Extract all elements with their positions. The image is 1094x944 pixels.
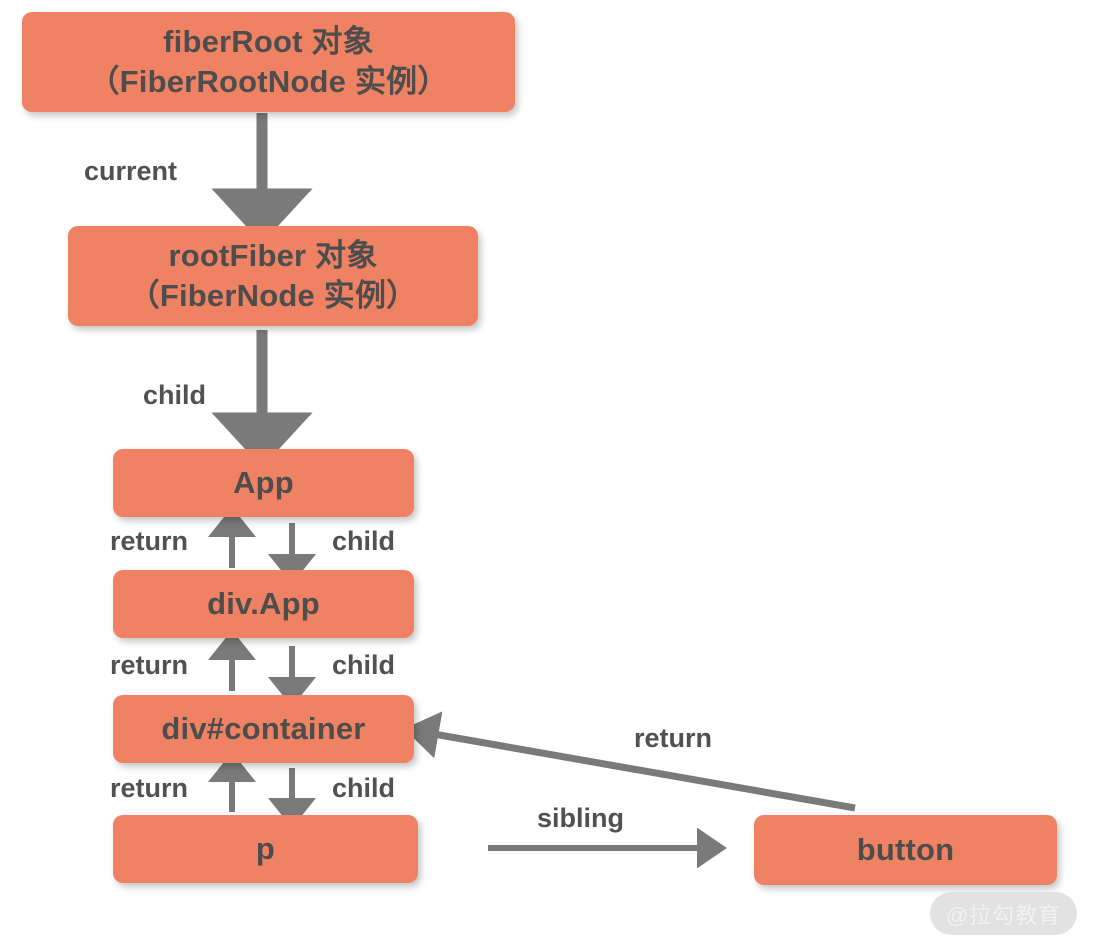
edge-label-current: current [84, 156, 178, 186]
edge-label-child-container: child [332, 773, 396, 803]
watermark-badge: @拉勾教育 [930, 892, 1077, 935]
node-fiberroot[interactable]: fiberRoot 对象 （FiberRootNode 实例） [22, 12, 515, 112]
node-rootfiber[interactable]: rootFiber 对象 （FiberNode 实例） [68, 226, 478, 326]
edge-label-return-app: return [110, 526, 189, 556]
edge-label-child-app: child [332, 526, 396, 556]
node-div-container[interactable]: div#container [113, 695, 414, 763]
edge-label-child-rootfiber: child [143, 380, 207, 410]
edge-label-return-container: return [110, 773, 189, 803]
edge-label-sibling: sibling [537, 803, 624, 833]
edge-label-return-button: return [634, 723, 713, 753]
node-app[interactable]: App [113, 449, 414, 517]
edge-label-child-divapp: child [332, 650, 396, 680]
edge-label-return-divapp: return [110, 650, 189, 680]
node-p[interactable]: p [113, 815, 418, 883]
node-button[interactable]: button [754, 815, 1057, 885]
node-div-app[interactable]: div.App [113, 570, 414, 638]
